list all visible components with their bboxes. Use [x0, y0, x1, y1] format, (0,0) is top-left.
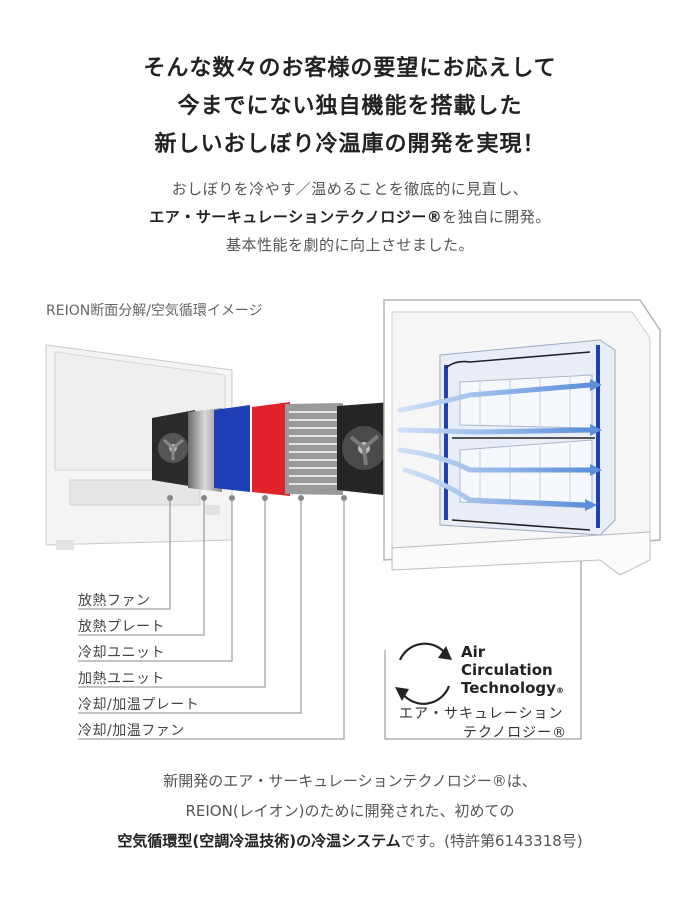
part-label-circulation-fan: 冷却/加温ファン: [78, 723, 185, 739]
part-label-exhaust-fan: 放熱ファン: [78, 593, 151, 609]
air-circulation-jp-line-1: エア・サキュレーション: [399, 706, 564, 722]
headline-line-1: そんな数々のお客様の要望にお応えして: [143, 56, 557, 81]
part-label-cooling-unit: 冷却ユニット: [78, 645, 165, 661]
footer-line-2: REION(レイオン)のために開発された、初めての: [185, 802, 515, 820]
cooling-unit-icon: [214, 405, 250, 492]
diagram-caption: REION断面分解/空気循環イメージ: [46, 303, 263, 319]
airflow-arrows: [397, 382, 593, 508]
logo-registered-mark: ®: [555, 686, 564, 695]
intro-line-1: おしぼりを冷やす／温めることを徹底的に見直し、: [171, 180, 529, 198]
heat-exchange-plate-icon: [285, 403, 343, 495]
footer-line-1: 新開発のエア・サーキュレーションテクノロジー®は、: [163, 772, 537, 790]
part-leader-lines: [78, 498, 582, 740]
heating-unit-icon: [252, 402, 290, 496]
circulation-fan-icon: [337, 402, 392, 496]
intro-line-3: 基本性能を劇的に向上させました。: [225, 236, 474, 254]
intro-line-2-rest: を独自に開発。: [442, 208, 551, 226]
exhaust-fan-icon: [152, 410, 195, 487]
air-circulation-logo-icon: [395, 642, 452, 705]
footer-line-3: 空気循環型(空調冷温技術)の冷温システムです。(特許第6143318号): [0, 830, 700, 851]
part-label-exchange-plate: 冷却/加温プレート: [78, 697, 200, 713]
air-circulation-jp-line-2: テクノロジー®: [463, 725, 568, 741]
dissipation-plate-icon: [188, 408, 222, 492]
intro-technology-name: エア・サーキュレーションテクノロジー®: [149, 208, 443, 226]
headline-line-2: 今までにない独自機能を搭載した: [177, 94, 523, 119]
part-label-dissipation-plate: 放熱プレート: [78, 619, 165, 635]
headline-line-3: 新しいおしぼり冷温庫の開発を実現！: [154, 132, 546, 157]
footer-system-name: 空気循環型(空調冷温技術)の冷温システム: [117, 832, 401, 850]
intro-line-2: エア・サーキュレーションテクノロジー®を独自に開発。: [0, 206, 700, 227]
logo-text-technology-word: Technology: [461, 679, 556, 697]
cabinet-cross-section: [383, 299, 661, 576]
logo-text-circulation: Circulation: [461, 661, 553, 679]
logo-text-air: Air: [461, 643, 486, 661]
airflow-arrowheads: [585, 379, 602, 511]
part-label-heating-unit: 加熱ユニット: [78, 671, 165, 687]
logo-text-technology: Technology®: [461, 679, 564, 700]
footer-line-3-rest: です。(特許第6143318号): [400, 832, 583, 850]
